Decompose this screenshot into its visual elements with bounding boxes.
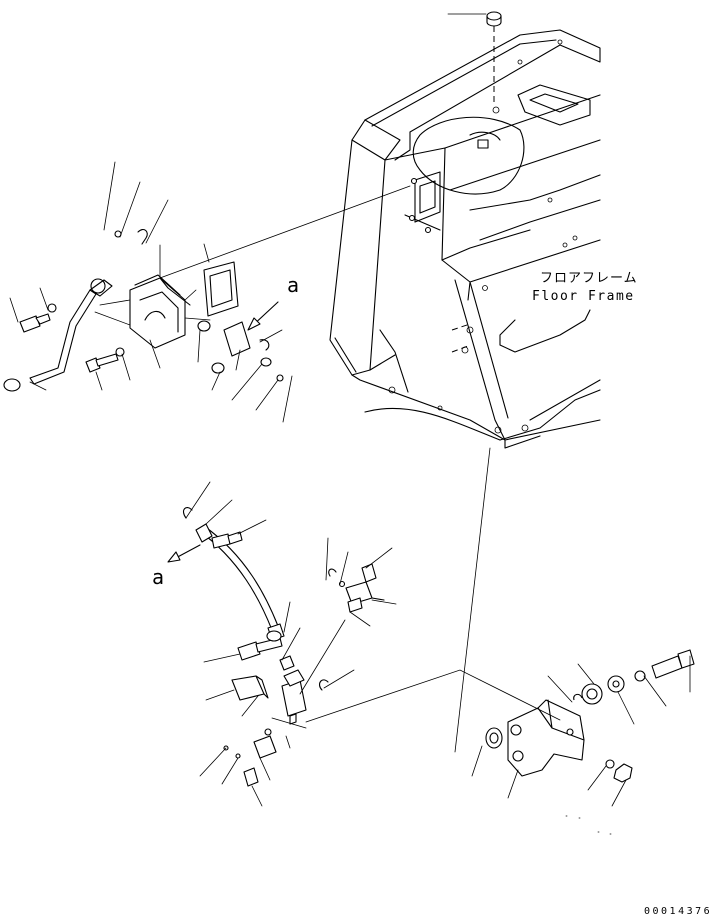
drawing-id-label: 00014376 [644, 906, 712, 917]
callout-leaders-upper [9, 161, 293, 423]
lower-right-bracket-assembly [454, 447, 695, 835]
floor-frame-label-jp: フロアフレーム [540, 271, 638, 286]
callout-leaders-lower [199, 537, 397, 807]
detail-a-arrow-bottom [167, 544, 201, 563]
detail-ref-label-bottom: a [152, 565, 164, 589]
detail-a-arrow-top [247, 301, 279, 331]
cable-assembly [183, 481, 285, 641]
lower-center-assembly [223, 563, 481, 787]
upper-left-assembly [3, 229, 284, 392]
floor-frame-structure [329, 29, 601, 449]
connector-line-upper [159, 185, 411, 279]
top-grommet [447, 11, 502, 105]
detail-ref-label-top: a [287, 273, 299, 297]
floor-frame-label-en: Floor Frame [532, 289, 635, 304]
